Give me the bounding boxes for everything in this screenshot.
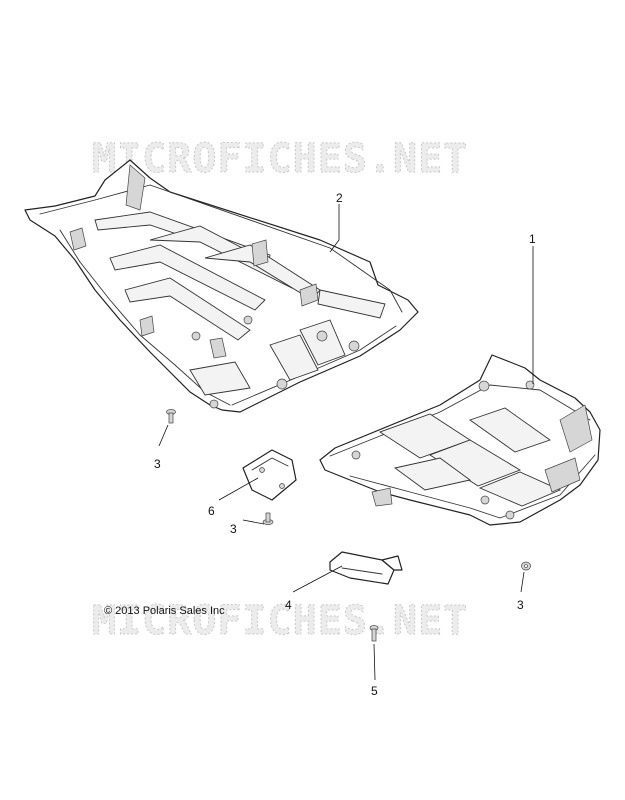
- callout-1: 1: [529, 232, 536, 246]
- callout-3-center: 3: [230, 522, 237, 536]
- callout-5: 5: [371, 684, 378, 698]
- copyright-text: © 2013 Polaris Sales Inc: [104, 605, 225, 617]
- callout-3-right: 3: [517, 598, 524, 612]
- push-rivet-left: [166, 409, 176, 424]
- callout-3-left: 3: [154, 457, 161, 471]
- callout-4: 4: [285, 598, 292, 612]
- bracket-part-4: [329, 551, 403, 585]
- screw-part-5: [369, 625, 379, 642]
- front-skid-plate: [24, 159, 419, 413]
- push-rivet-center: [262, 512, 274, 525]
- watermark-top: MICROFICHES.NET: [92, 136, 468, 182]
- rear-skid-plate: [319, 354, 601, 526]
- callout-2: 2: [336, 191, 343, 205]
- small-plate-part-6: [242, 449, 297, 501]
- callout-6: 6: [208, 504, 215, 518]
- watermark-bottom: MICROFICHES.NET: [92, 598, 468, 644]
- push-rivet-right: [521, 561, 531, 571]
